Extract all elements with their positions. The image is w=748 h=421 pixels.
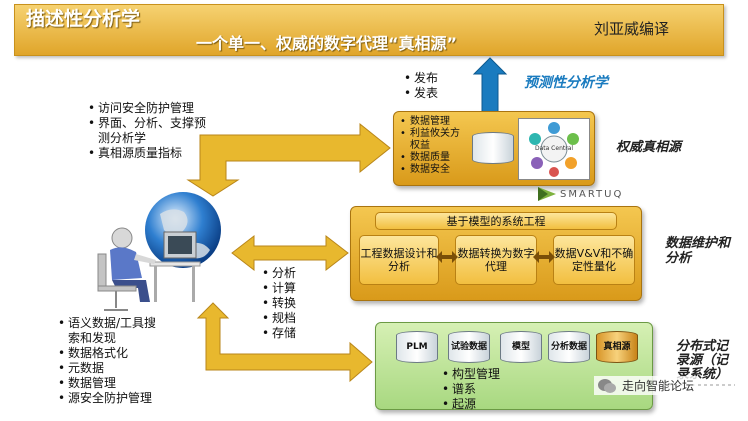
smartuq-logo-icon bbox=[538, 187, 556, 201]
list-item: 数据格式化 bbox=[58, 346, 166, 361]
actions-list: 分析 计算 转换 规档 存储 bbox=[262, 266, 296, 341]
list-item: 分析 bbox=[262, 266, 296, 281]
list-item: 起源 bbox=[442, 397, 500, 412]
engineering-data-box: 工程数据设计和分析 bbox=[359, 235, 439, 285]
list-item: 元数据 bbox=[58, 361, 166, 376]
smartuq-logo-text: SMARTUQ bbox=[560, 188, 624, 200]
list-item: 语义数据/工具搜索和发现 bbox=[58, 316, 166, 346]
maintenance-panel: 基于模型的系统工程 工程数据设计和分析 数据转换为数字代理 数据V&V和不确定性… bbox=[350, 206, 642, 301]
watermark-text: 走向智能论坛 bbox=[622, 379, 695, 393]
double-arrow-icon bbox=[533, 251, 555, 263]
page-title: 描述性分析学 bbox=[26, 8, 141, 30]
semantic-bullets-list: 语义数据/工具搜索和发现 数据格式化 元数据 数据管理 源安全防护管理 bbox=[58, 316, 166, 406]
title-banner bbox=[14, 4, 724, 56]
smartuq-logo: SMARTUQ bbox=[538, 187, 623, 201]
list-item: 转换 bbox=[262, 296, 296, 311]
authoritative-source-panel: 数据管理 利益攸关方权益 数据质量 数据安全 Data Central bbox=[393, 111, 595, 186]
top-elbow-arrow bbox=[186, 122, 391, 197]
publish-outputs-list: 发布 发表 bbox=[404, 71, 438, 101]
maintenance-label: 数据维护和分析 bbox=[665, 236, 731, 266]
analysis-data-cylinder: 分析数据 bbox=[548, 331, 590, 363]
wechat-icon bbox=[598, 378, 616, 393]
access-bullets-list: 访问安全防护管理 界面、分析、支撑预测分析学 真相源质量指标 bbox=[88, 101, 208, 161]
page-subtitle: 一个单一、权威的数字代理“真相源” bbox=[196, 34, 458, 53]
user-workstation-illustration bbox=[97, 192, 221, 311]
mbse-header: 基于模型的系统工程 bbox=[375, 212, 617, 230]
plm-cylinder: PLM bbox=[396, 331, 438, 363]
authoritative-items-list: 数据管理 利益攸关方权益 数据质量 数据安全 bbox=[400, 116, 468, 176]
list-item: 访问安全防护管理 bbox=[88, 101, 208, 116]
list-item: 发布 bbox=[404, 71, 438, 86]
list-item: 源安全防护管理 bbox=[58, 391, 166, 406]
data-hub-icon bbox=[529, 122, 579, 177]
data-hub-label: Data Central bbox=[534, 145, 574, 152]
bottom-elbow-arrow bbox=[196, 302, 373, 383]
model-cylinder: 模型 bbox=[500, 331, 542, 363]
list-item: 数据安全 bbox=[400, 164, 468, 176]
list-item: 数据质量 bbox=[400, 152, 468, 164]
list-item: 规档 bbox=[262, 311, 296, 326]
records-panel: PLM 试验数据 模型 分析数据 真相源 构型管理 谱系 起源 bbox=[375, 322, 653, 412]
list-item: 数据管理 bbox=[400, 116, 468, 128]
authoritative-source-label: 权威真相源 bbox=[616, 140, 682, 155]
list-item: 利益攸关方权益 bbox=[400, 128, 468, 152]
double-arrow-icon bbox=[436, 251, 458, 263]
list-item: 真相源质量指标 bbox=[88, 146, 208, 161]
watermark: 走向智能论坛 bbox=[594, 376, 699, 395]
list-item: 构型管理 bbox=[442, 367, 500, 382]
test-data-cylinder: 试验数据 bbox=[448, 331, 490, 363]
list-item: 谱系 bbox=[442, 382, 500, 397]
data-conversion-box: 数据转换为数字代理 bbox=[455, 235, 537, 285]
data-hub-graphic: Data Central bbox=[518, 118, 590, 180]
middle-double-arrow bbox=[231, 234, 349, 272]
list-item: 存储 bbox=[262, 326, 296, 341]
list-item: 界面、分析、支撑预测分析学 bbox=[88, 116, 208, 146]
list-item: 数据管理 bbox=[58, 376, 166, 391]
translator-credit: 刘亚威编译 bbox=[594, 20, 670, 38]
database-cylinder-icon bbox=[472, 132, 514, 164]
data-vv-box: 数据V&V和不确定性量化 bbox=[553, 235, 635, 285]
source-of-truth-cylinder: 真相源 bbox=[596, 331, 638, 363]
publish-up-arrow bbox=[472, 57, 508, 113]
list-item: 发表 bbox=[404, 86, 438, 101]
list-item: 计算 bbox=[262, 281, 296, 296]
predictive-analytics-label: 预测性分析学 bbox=[524, 75, 608, 91]
records-items-list: 构型管理 谱系 起源 bbox=[442, 367, 500, 412]
